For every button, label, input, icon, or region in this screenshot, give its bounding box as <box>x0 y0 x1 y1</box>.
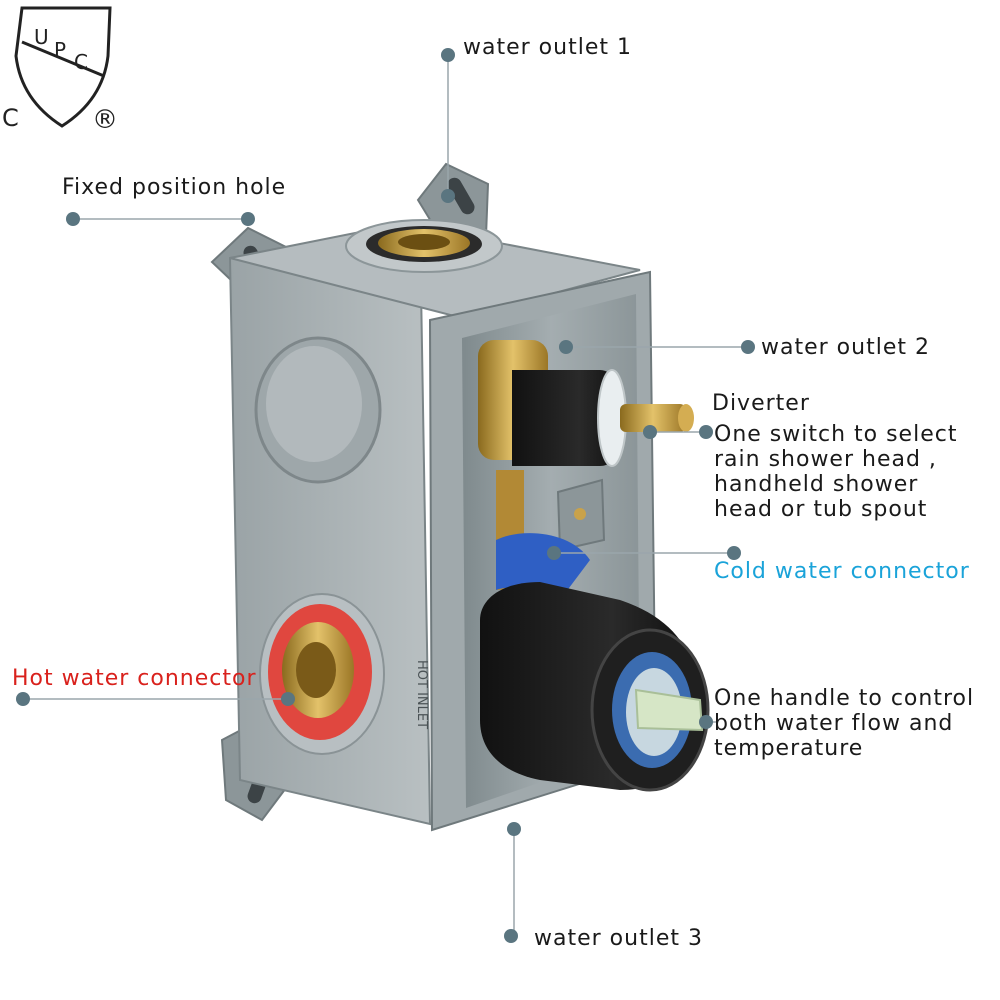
dot-outlet-2-target <box>559 340 573 354</box>
dot-cold-label <box>727 546 741 560</box>
label-hot-water-connector: Hot water connector <box>12 666 257 691</box>
handle-line: temperature <box>714 736 864 761</box>
top-outlet-fitting <box>345 219 503 273</box>
label-diverter-description: One switch to select rain shower head , … <box>714 422 994 522</box>
dot-handle-target <box>699 715 713 729</box>
side-plug <box>254 336 382 484</box>
shield-c-letter: C <box>2 104 19 132</box>
mixing-handle-cartridge <box>480 582 710 792</box>
diverter-line: head or tub spout <box>714 497 928 522</box>
label-water-outlet-3: water outlet 3 <box>534 926 703 951</box>
dot-cold-target <box>547 546 561 560</box>
hot-water-connector-fitting <box>259 593 385 755</box>
dot-hot-target <box>281 692 295 706</box>
diverter-cartridge <box>478 340 694 590</box>
dot-outlet-1-target <box>441 189 455 203</box>
registered-mark: ® <box>92 105 118 135</box>
diverter-line: One switch to select <box>714 422 958 447</box>
dot-fixed-hole-target <box>241 212 255 226</box>
dot-hot-label <box>16 692 30 706</box>
pointer-lines <box>23 55 748 936</box>
handle-line: One handle to control <box>714 686 975 711</box>
dot-diverter-target <box>643 425 657 439</box>
dot-outlet-3-target <box>507 822 521 836</box>
dot-outlet-1-label <box>441 48 455 62</box>
upc-shield-logo <box>14 6 112 128</box>
handle-line: both water flow and <box>714 711 954 736</box>
label-fixed-position-hole: Fixed position hole <box>62 175 287 200</box>
label-water-outlet-2: water outlet 2 <box>761 335 930 360</box>
pointer-dots <box>16 48 755 943</box>
dot-diverter-label <box>699 425 713 439</box>
diverter-line: handheld shower <box>714 472 919 497</box>
label-cold-water-connector: Cold water connector <box>714 559 970 584</box>
dot-outlet-2-label <box>741 340 755 354</box>
hot-inlet-marking: HOT INLET <box>414 660 429 729</box>
label-diverter-title: Diverter <box>712 391 810 416</box>
cold-water-seal <box>496 533 590 600</box>
dot-fixed-hole-label <box>66 212 80 226</box>
label-water-outlet-1: water outlet 1 <box>463 35 632 60</box>
diverter-line: rain shower head , <box>714 447 937 472</box>
cold-side-bracket <box>556 478 606 552</box>
label-handle-description: One handle to control both water flow an… <box>714 686 998 761</box>
dot-outlet-3-label <box>504 929 518 943</box>
